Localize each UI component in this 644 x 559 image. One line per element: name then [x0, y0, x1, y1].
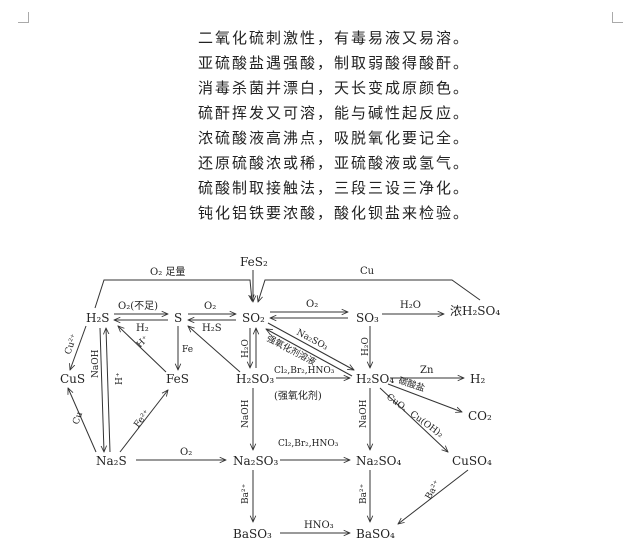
- label-cu2plus: Cu²⁺: [63, 333, 80, 356]
- label-naoh-h2so3: NaOH: [241, 399, 251, 428]
- label-h2o-h2so4: H₂O: [361, 337, 371, 356]
- label-h2s-so2-s: H₂S: [202, 323, 222, 334]
- label-cuo-cuoh2: CuO、Cu(OH)₂: [384, 392, 445, 441]
- arrow-fes-h2s: [118, 326, 167, 373]
- arrow-h2so4-cuso4: [379, 387, 448, 452]
- poem-line-1: 二氧化硫刺激性，有毒易液又易溶。: [198, 29, 471, 47]
- arrow-h2s-na2s: [99, 327, 104, 452]
- label-cu-top: Cu: [360, 266, 375, 277]
- node-fes: FeS: [166, 372, 189, 386]
- node-na2so3: Na₂SO₃: [233, 454, 279, 468]
- label-ba-cuso4: Ba²⁺: [424, 479, 443, 502]
- node-so3: SO₃: [356, 311, 379, 325]
- page-corner-mark-right: [612, 12, 623, 23]
- node-h2s: H₂S: [86, 311, 110, 325]
- poem-line-5: 浓硫酸液高沸点，吸脱氧化要记全。: [198, 129, 471, 147]
- label-o2-na2s: O₂: [180, 447, 192, 458]
- node-so2: SO₂: [242, 311, 265, 325]
- arrow-h2so4-co2: [387, 383, 462, 412]
- arrow-h2so4-so2: [266, 329, 353, 377]
- arrow-cuso4-baso4: [398, 469, 469, 524]
- label-naoh-h2so4: NaOH: [359, 399, 369, 428]
- poem-line-3: 消毒杀菌并漂白，天长变成原颜色。: [198, 79, 471, 97]
- node-co2: CO₂: [468, 409, 492, 423]
- arrow-h2s-so2-excess: [94, 279, 252, 309]
- label-oxidants-2: Cl₂,Br₂,HNO₃: [278, 439, 339, 449]
- label-strong-oxidant: (强氧化剂): [274, 389, 322, 402]
- arrow-h2s-cus: [70, 325, 87, 370]
- label-o2-s-so2: O₂: [204, 301, 216, 312]
- arrow-conch2so4-so2-cu: [258, 279, 481, 302]
- arrow-na2s-fes: [119, 390, 168, 453]
- label-h2o-so3: H₂O: [400, 300, 421, 311]
- node-h2so4: H₂SO₄: [356, 372, 394, 386]
- node-fes2: FeS₂: [240, 255, 268, 269]
- label-o2-excess: O₂ 足量: [150, 266, 185, 278]
- poem-line-7: 硫酸制取接触法，三段三设三净化。: [198, 179, 471, 197]
- node-h2so3: H₂SO₃: [236, 372, 274, 386]
- label-h2-s-h2s: H₂: [136, 323, 149, 334]
- page-corner-mark-left: [18, 12, 29, 23]
- node-baso3: BaSO₃: [233, 527, 272, 541]
- poem-line-8: 钝化铝铁要浓酸，酸化钡盐来检验。: [198, 204, 471, 222]
- label-h2o-so2: H₂O: [241, 339, 251, 358]
- label-fe: Fe: [182, 345, 193, 355]
- arrow-na2s-cus: [68, 388, 97, 453]
- label-hplus-s: H⁺: [115, 372, 125, 385]
- label-fe2plus: Fe²⁺: [132, 408, 152, 430]
- arrow-na2s-h2s: [106, 328, 111, 453]
- poem-line-6: 还原硫酸浓或稀，亚硫酸液或氢气。: [198, 154, 471, 172]
- label-naoh-h2s: NaOH: [91, 349, 101, 378]
- poem-line-2: 亚硫酸盐遇强酸，制取弱酸得酸酐。: [198, 54, 471, 72]
- node-cuso4: CuSO₄: [452, 454, 492, 468]
- node-s: S: [174, 311, 182, 325]
- label-oxidants: Cl₂,Br₂,HNO₃: [274, 366, 335, 376]
- poem-line-4: 硫酐挥发又可溶，能与碱性起反应。: [198, 104, 471, 122]
- arrow-h2so3-s: [188, 326, 241, 373]
- node-conc-h2so4: 浓H₂SO₄: [450, 304, 500, 318]
- label-hno3: HNO₃: [304, 520, 334, 531]
- node-na2so4: Na₂SO₄: [356, 454, 402, 468]
- label-hplus-fes: H⁺: [135, 334, 151, 350]
- node-na2s: Na₂S: [96, 454, 127, 468]
- label-ba-baso3: Ba²⁺: [241, 483, 251, 504]
- label-o2-so2-so3: O₂: [306, 299, 318, 310]
- node-h2: H₂: [470, 372, 485, 386]
- node-baso4: BaSO₄: [356, 527, 395, 541]
- label-o2-insufficient: O₂(不足): [118, 300, 158, 312]
- label-cu-na2s: Cu: [71, 410, 85, 426]
- label-ba-baso4: Ba²⁺: [359, 483, 369, 504]
- label-carbonate: 碳酸盐: [397, 374, 426, 394]
- node-cus: CuS: [60, 372, 85, 386]
- label-zn: Zn: [420, 365, 434, 376]
- arrow-so2-h2so4: [267, 322, 354, 370]
